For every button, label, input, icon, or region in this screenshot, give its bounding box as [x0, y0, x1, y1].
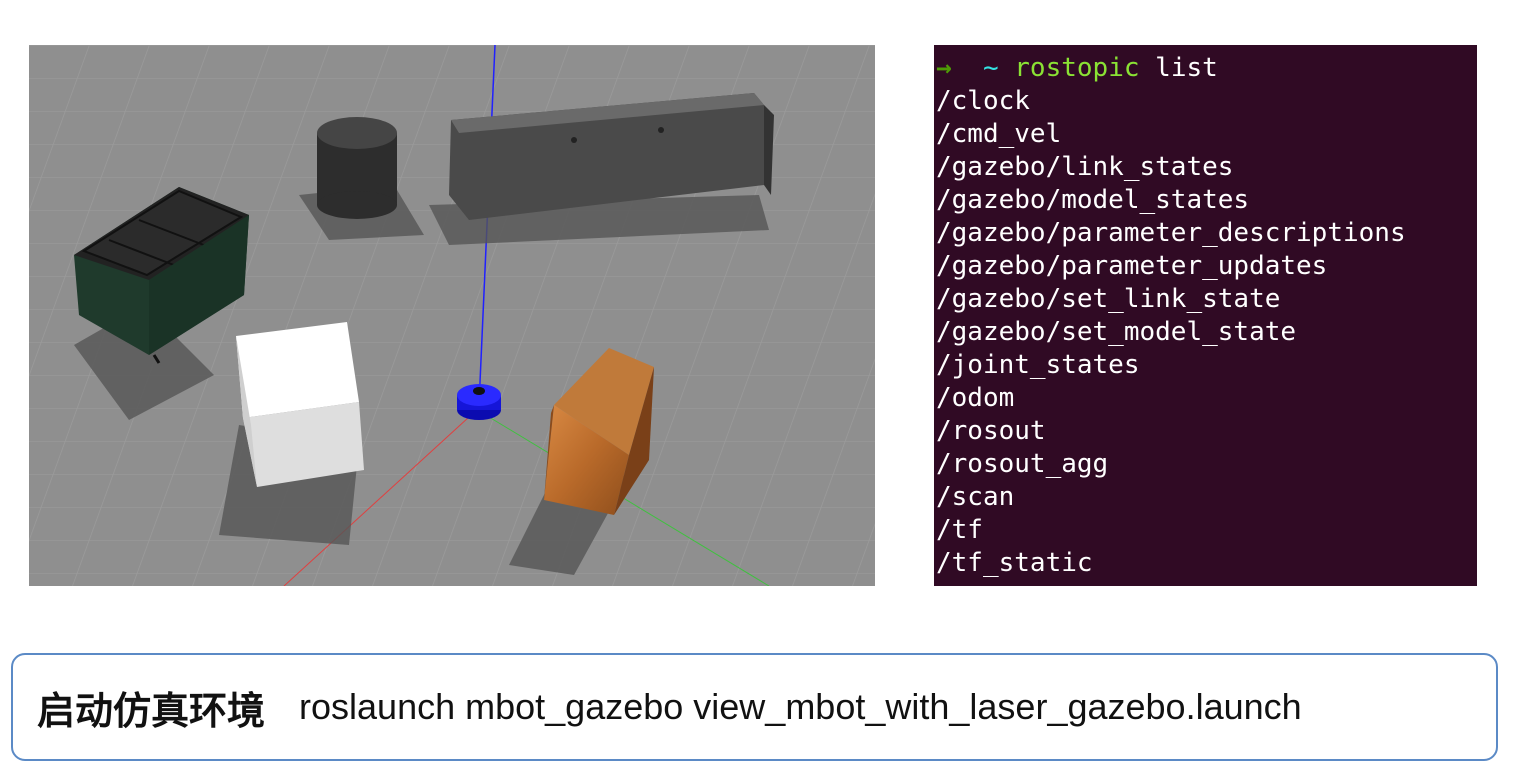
dumpster-model[interactable] [74, 187, 249, 364]
topic-line: /gazebo/link_states [936, 152, 1234, 182]
scene-render [29, 45, 875, 586]
topic-line: /tf_static [936, 548, 1093, 578]
jersey-barrier-model[interactable] [449, 93, 774, 220]
topic-line: /tf [936, 515, 983, 545]
launch-command: roslaunch mbot_gazebo view_mbot_with_las… [299, 686, 1302, 727]
white-box-model[interactable] [236, 322, 364, 487]
prompt-home-dir: ~ [982, 53, 999, 83]
topic-line: /odom [936, 383, 1015, 413]
topic-line: /gazebo/set_model_state [936, 317, 1297, 347]
topic-line: /gazebo/set_link_state [936, 284, 1281, 314]
command-name: rostopic [1014, 53, 1140, 83]
launch-caption-box: 启动仿真环境 roslaunch mbot_gazebo view_mbot_w… [11, 653, 1498, 761]
mbot-robot-model[interactable] [457, 384, 501, 420]
topic-line: /scan [936, 482, 1015, 512]
command-args: list [1155, 53, 1218, 83]
topic-line: /clock [936, 86, 1030, 116]
gazebo-scene-view[interactable] [29, 45, 875, 586]
y-axis-line [488, 416, 770, 586]
terminal-window[interactable]: → ~ rostopic list /clock /cmd_vel /gazeb… [934, 45, 1477, 586]
topic-line: /gazebo/model_states [936, 185, 1250, 215]
topic-line: /gazebo/parameter_updates [936, 251, 1328, 281]
topic-line: /cmd_vel [936, 119, 1062, 149]
topic-line: /gazebo/parameter_descriptions [936, 218, 1406, 248]
dumpster-shadow [74, 305, 214, 420]
prompt-arrow: → [936, 53, 952, 83]
x-axis-line [283, 416, 470, 586]
wooden-crate-model[interactable] [544, 348, 654, 515]
topic-line: /rosout_agg [936, 449, 1109, 479]
topic-line: /joint_states [936, 350, 1140, 380]
cylinder-model[interactable] [317, 117, 397, 219]
caption-title: 启动仿真环境 [37, 688, 266, 733]
terminal-prompt-line: → ~ rostopic list [934, 52, 1477, 85]
topic-line: /rosout [936, 416, 1046, 446]
